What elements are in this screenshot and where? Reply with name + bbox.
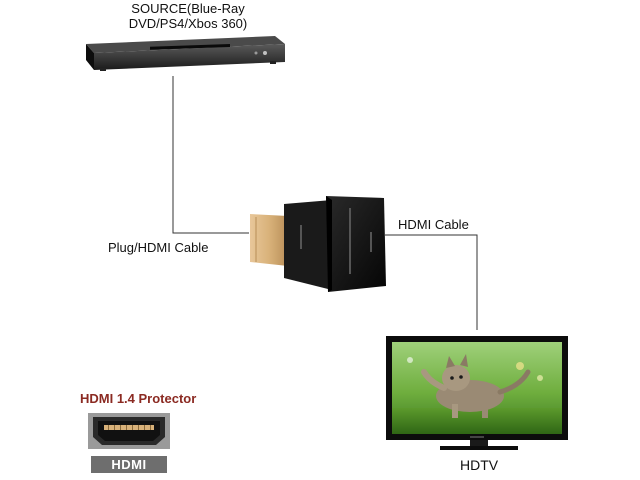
hdmi-cable-label: HDMI Cable	[398, 217, 469, 232]
adapter-to-tv-line	[385, 234, 478, 330]
protector-title: HDMI 1.4 Protector	[80, 391, 197, 406]
hdmi-adapter-icon	[250, 196, 386, 292]
hdtv-label: HDTV	[460, 457, 499, 473]
hdmi-badge: HDMI	[91, 456, 167, 473]
hdmi-port-icon	[88, 413, 170, 449]
source-label-line2: DVD/PS4/Xbos 360)	[128, 15, 248, 31]
source-to-adapter-line	[172, 76, 249, 234]
source-label: SOURCE(Blue-Ray DVD/PS4/Xbos 360)	[118, 1, 258, 32]
kitten-picture	[421, 354, 531, 418]
connector-lines	[172, 76, 478, 330]
dvd-player-icon	[86, 36, 285, 71]
source-label-line1: SOURCE(Blue-Ray	[131, 1, 245, 16]
plug-cable-label: Plug/HDMI Cable	[108, 240, 209, 255]
hdtv-icon	[386, 336, 568, 450]
